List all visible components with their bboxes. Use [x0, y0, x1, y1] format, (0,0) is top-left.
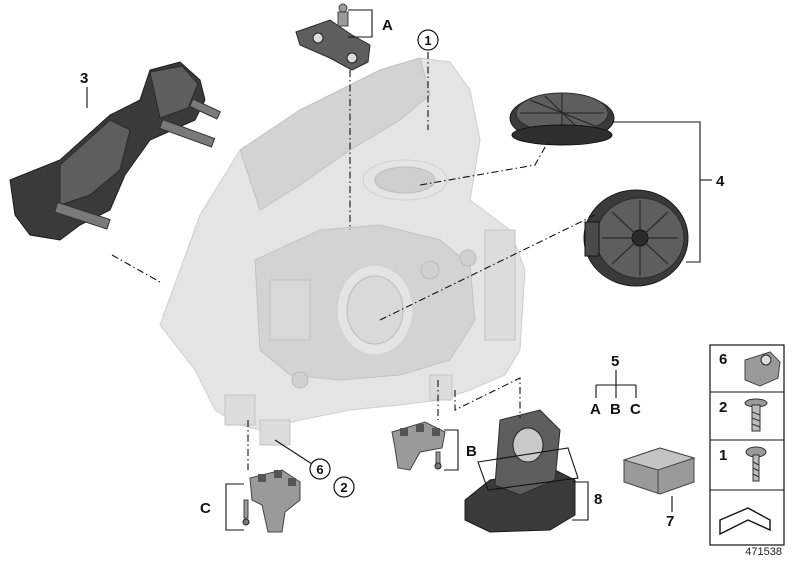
callout-group-c: C [200, 500, 211, 517]
leader-part-4-top [419, 141, 549, 186]
callout-part-7: 7 [666, 513, 674, 530]
callout-part-4: 4 [716, 173, 725, 190]
callout-part-5: 5 [611, 353, 619, 370]
bracket-part-8 [572, 481, 589, 521]
bracket-group-a [295, 3, 371, 71]
mounting-frame-part-8 [464, 409, 579, 533]
callout-group-a: A [382, 17, 393, 34]
callout-part-8: 8 [594, 491, 602, 508]
reference-number: 471538 [745, 546, 782, 558]
legend-bracket-clip-icon [744, 351, 781, 387]
callout-part-6: 6 [316, 462, 323, 477]
bracket-group-c-bracket [225, 483, 244, 531]
legend-arrow-icon [719, 507, 771, 536]
callout-part-1: 1 [424, 33, 431, 48]
headlight-housing [159, 57, 526, 446]
legend-screw-icon-2 [744, 398, 768, 432]
package-box-part-7 [622, 447, 696, 495]
legend-screw-icon-1 [745, 446, 767, 482]
bracket-group-c [242, 469, 301, 533]
kit-letter-b: B [610, 401, 621, 418]
leader-part-3 [111, 254, 161, 283]
leader-parts-6-2 [274, 439, 313, 465]
bracket-part-4 [612, 121, 701, 263]
bracket-group-b [391, 421, 446, 471]
legend-number-2: 2 [719, 399, 727, 416]
cap-cover-part-4-top [509, 92, 615, 146]
callout-circle-part-2 [333, 476, 355, 498]
legend-number-1: 1 [719, 447, 727, 464]
cap-cover-part-4-bottom [583, 189, 689, 287]
kit-letter-c: C [630, 401, 641, 418]
callout-part-2: 2 [340, 480, 347, 495]
leader-part-8 [454, 377, 521, 418]
leader-part-4-bottom [379, 214, 596, 321]
legend-number-6: 6 [719, 351, 727, 368]
bracket-group-b-bracket [444, 429, 459, 471]
callout-circle-part-6 [309, 458, 331, 480]
callout-part-3: 3 [80, 70, 88, 87]
callout-group-b: B [466, 443, 477, 460]
kit-tree-part-5 [595, 370, 637, 398]
bracket-group-a-bracket [348, 9, 373, 38]
callout-circle-part-1 [417, 29, 439, 51]
kit-letter-a: A [590, 401, 601, 418]
cover-shield-part-3 [9, 61, 221, 241]
